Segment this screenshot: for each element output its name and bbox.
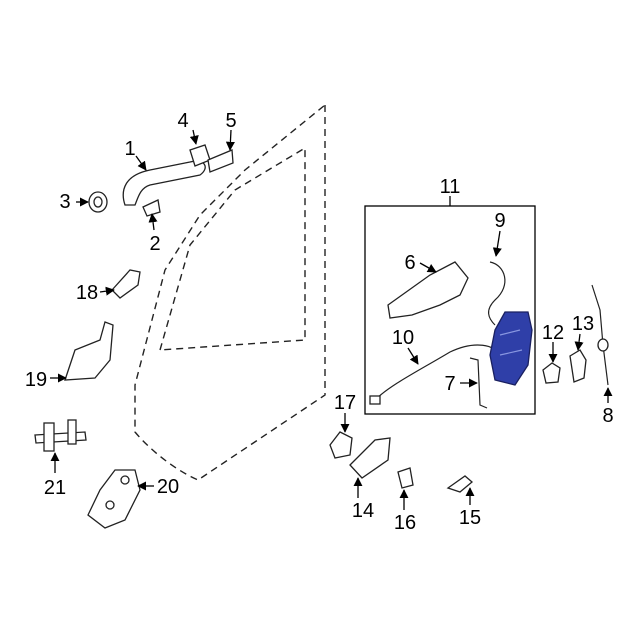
callout-9: 9	[494, 210, 505, 232]
callout-18: 18	[76, 282, 98, 304]
callout-14: 14	[352, 500, 374, 522]
callout-1: 1	[124, 138, 135, 160]
interior-handle-part-14	[349, 437, 391, 479]
outside-handle-part-1	[122, 160, 206, 206]
callout-2: 2	[149, 233, 160, 255]
lock-actuator-part	[489, 311, 533, 386]
callout-arrows	[50, 129, 613, 510]
callout-11: 11	[440, 176, 461, 198]
callout-15: 15	[459, 507, 481, 529]
bracket-part-18	[111, 269, 141, 299]
callout-5: 5	[225, 110, 236, 132]
bezel-part-16	[397, 467, 414, 489]
callout-19: 19	[25, 369, 47, 391]
check-link-part-21	[34, 419, 87, 452]
gasket-part-5	[207, 149, 234, 173]
door-outline	[134, 103, 326, 481]
callout-13: 13	[572, 313, 594, 335]
callout-21: 21	[44, 477, 66, 499]
callout-6: 6	[404, 252, 415, 274]
hinge-part-20	[87, 469, 141, 529]
callout-20: 20	[157, 476, 179, 498]
callout-10: 10	[392, 327, 414, 349]
clip-part-12	[542, 362, 561, 384]
rod-part-7	[469, 357, 488, 409]
cable-part-9	[488, 261, 506, 326]
gasket-part-2	[142, 199, 161, 217]
callout-4: 4	[177, 110, 188, 132]
rod-part-8	[591, 284, 609, 386]
callout-7: 7	[444, 373, 455, 395]
hinge-part-19	[64, 321, 114, 381]
callout-8: 8	[602, 405, 613, 427]
cylinder-part-3	[88, 191, 108, 213]
callout-17: 17	[334, 392, 356, 414]
bracket-part-17	[329, 431, 353, 459]
callout-12: 12	[542, 322, 564, 344]
bracket-part-15	[446, 475, 474, 493]
cable-part-10	[369, 344, 501, 405]
callout-16: 16	[394, 512, 416, 534]
callout-3: 3	[59, 191, 70, 213]
pad-part-13	[569, 349, 587, 383]
interior-handle-part-6	[387, 261, 469, 319]
